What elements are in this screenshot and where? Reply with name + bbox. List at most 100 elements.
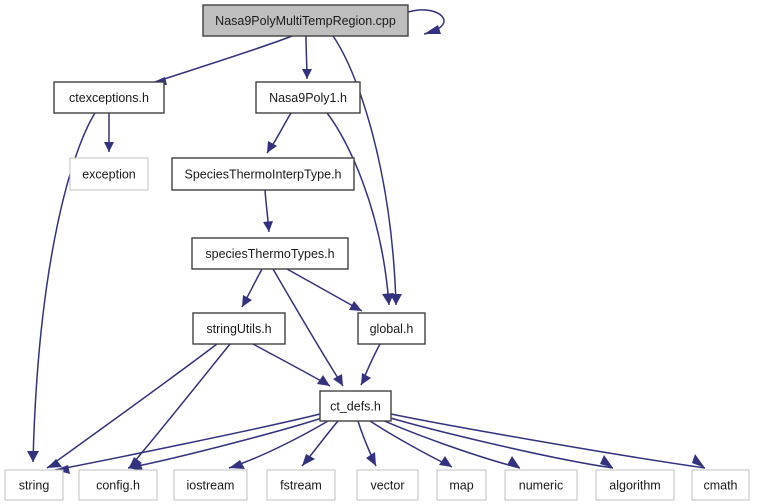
edge-line: [148, 35, 293, 85]
arrowhead-icon: [317, 375, 330, 386]
node-box[interactable]: [192, 312, 286, 345]
edge-n2-to-n4: [266, 112, 292, 154]
graph-node-ctexceptions-h[interactable]: ctexceptions.h: [53, 81, 165, 114]
node-box[interactable]: [356, 469, 419, 501]
arrowhead-icon: [229, 460, 245, 469]
graph-node-vector[interactable]: vector: [356, 469, 419, 501]
edge-n0-to-n2: [302, 35, 312, 80]
node-box[interactable]: [255, 81, 361, 114]
arrowhead-icon: [507, 456, 520, 468]
node-box[interactable]: [595, 469, 675, 501]
graph-node-nasa9poly1-h[interactable]: Nasa9Poly1.h: [255, 81, 361, 114]
edge-line: [252, 343, 331, 387]
edge-line: [128, 343, 231, 469]
arrowhead-icon: [263, 221, 273, 232]
edge-n8-to-n10: [127, 417, 323, 471]
edge-line: [332, 35, 397, 306]
node-box[interactable]: [191, 237, 349, 270]
arrowhead-icon: [349, 301, 362, 311]
edge-n5-to-n7: [286, 268, 363, 312]
edge-line: [127, 417, 323, 469]
graph-node-ct-defs-h[interactable]: ct_defs.h: [319, 390, 392, 422]
edge-n6-to-n10: [128, 343, 231, 469]
node-box[interactable]: [173, 469, 248, 501]
edge-n8-to-n16: [386, 416, 614, 469]
edge-n8-to-n12: [301, 420, 339, 467]
edge-n1-to-n9: [27, 112, 96, 463]
edge-n6-to-n9: [46, 343, 218, 469]
arrowhead-icon: [692, 454, 705, 468]
node-box[interactable]: [691, 469, 750, 501]
graph-node-numeric[interactable]: numeric: [504, 469, 578, 501]
node-box[interactable]: [357, 312, 426, 345]
arrowhead-icon: [439, 456, 452, 467]
node-box[interactable]: [202, 4, 409, 37]
arrowhead-icon: [600, 455, 613, 468]
graph-node-algorithm[interactable]: algorithm: [595, 469, 675, 501]
edge-n8-to-n13: [357, 420, 377, 467]
edge-line: [272, 268, 344, 387]
edge-n5-to-n8: [272, 268, 344, 387]
graph-node-map[interactable]: map: [436, 469, 487, 501]
graph-node-cmath[interactable]: cmath: [691, 469, 750, 501]
edge-n0-to-n0: [407, 9, 445, 35]
edge-n8-to-n11: [228, 420, 329, 469]
edge-line: [386, 416, 614, 469]
arrowhead-icon: [27, 451, 39, 462]
arrowhead-icon: [302, 69, 312, 79]
edge-n5-to-n6: [241, 268, 263, 308]
arrowhead-icon: [333, 374, 343, 386]
arrowhead-icon: [267, 141, 277, 153]
graph-node-fstream[interactable]: fstream: [266, 469, 336, 501]
graph-node-string[interactable]: string: [4, 469, 64, 501]
edge-n8-to-n15: [379, 418, 521, 469]
edge-n6-to-n8: [252, 343, 331, 387]
graph-node-iostream[interactable]: iostream: [173, 469, 248, 501]
arrowhead-icon: [47, 459, 62, 468]
arrowhead-icon: [361, 373, 371, 385]
graph-node-nasa9polymultitempregion-cpp[interactable]: Nasa9PolyMultiTempRegion.cpp: [202, 4, 409, 37]
arrowhead-icon: [104, 142, 114, 152]
graph-node-global-h[interactable]: global.h: [357, 312, 426, 345]
edge-n0-to-n7: [332, 35, 402, 306]
node-box[interactable]: [69, 157, 149, 191]
graph-node-config-h[interactable]: config.h: [78, 469, 158, 501]
node-box[interactable]: [266, 469, 336, 501]
arrowhead-icon: [424, 25, 441, 34]
edge-n4-to-n5: [263, 189, 273, 233]
node-box[interactable]: [171, 157, 355, 191]
edge-line: [390, 413, 706, 469]
node-box[interactable]: [319, 390, 392, 422]
node-box[interactable]: [78, 469, 158, 501]
edge-line: [379, 418, 521, 469]
arrowhead-icon: [242, 295, 252, 307]
edge-line: [326, 112, 390, 306]
graph-node-speciesthermotypes-h[interactable]: speciesThermoTypes.h: [191, 237, 349, 270]
node-box[interactable]: [4, 469, 64, 501]
edge-line: [286, 268, 363, 312]
arrowhead-icon: [129, 457, 142, 468]
edge-line: [54, 413, 321, 471]
edge-n7-to-n8: [360, 343, 381, 386]
edge-n0-to-n1: [148, 35, 293, 85]
edge-n2-to-n7: [326, 112, 394, 306]
node-box[interactable]: [436, 469, 487, 501]
arrowhead-icon: [382, 293, 394, 305]
node-box[interactable]: [504, 469, 578, 501]
graph-node-speciesthermointerptype-h[interactable]: SpeciesThermoInterpType.h: [171, 157, 355, 191]
edge-layer: [27, 9, 706, 474]
edge-line: [32, 112, 96, 463]
graph-node-stringutils-h[interactable]: stringUtils.h: [192, 312, 286, 345]
edge-line: [369, 420, 453, 468]
arrowhead-icon: [366, 452, 376, 466]
edge-line: [228, 420, 329, 469]
graph-node-exception[interactable]: exception: [69, 157, 149, 191]
node-box[interactable]: [53, 81, 165, 114]
edge-n1-to-n3: [104, 113, 114, 152]
arrowhead-icon: [128, 462, 143, 471]
edge-n8-to-n9: [54, 413, 321, 474]
edge-n8-to-n17: [390, 413, 706, 469]
edge-line: [46, 343, 218, 469]
